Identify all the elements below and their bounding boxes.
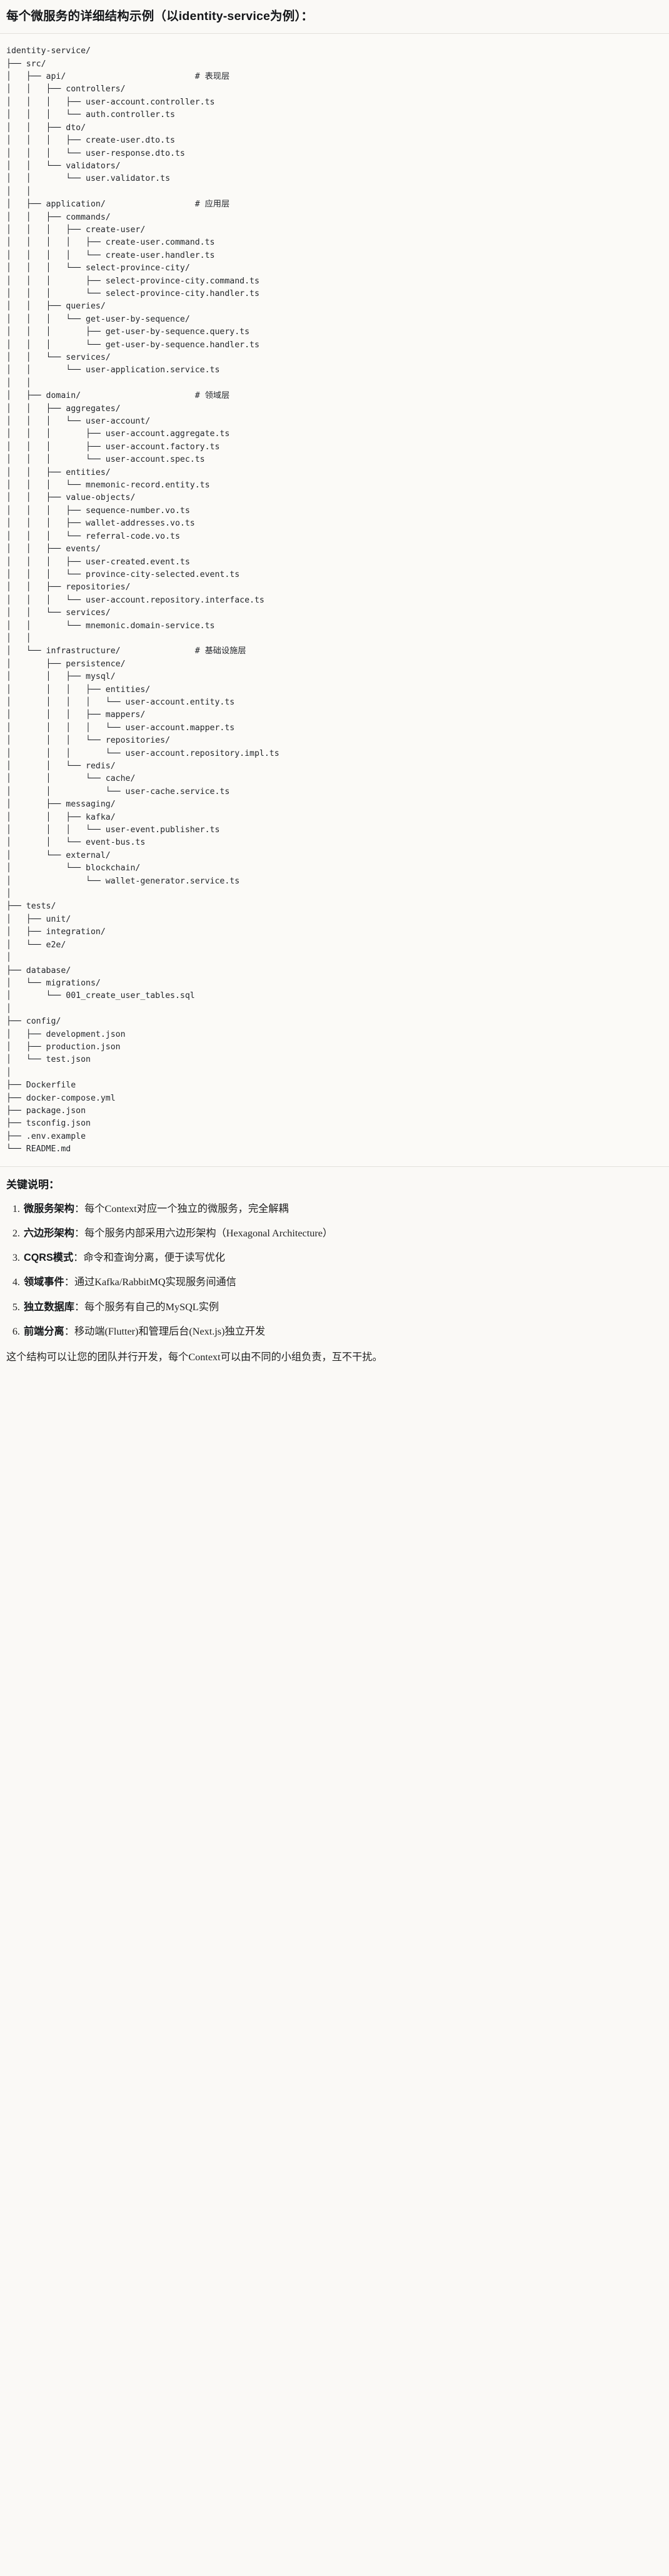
key-note-separator: ：: [64, 1325, 74, 1337]
key-note-term: CQRS模式: [24, 1252, 74, 1264]
key-notes-title: 关键说明：: [6, 1178, 59, 1191]
key-note-separator: ：: [74, 1203, 85, 1215]
document-page: 每个微服务的详细结构示例（以identity-service为例）： ident…: [0, 0, 669, 1377]
key-note-item: 独立数据库：每个服务有自己的MySQL实例: [23, 1300, 663, 1315]
notes-divider: [0, 1166, 669, 1167]
code-block-directory-tree: identity-service/ ├── src/ │ ├── api/ # …: [0, 34, 669, 1166]
key-note-term: 微服务架构: [24, 1203, 74, 1215]
heading-divider: [0, 33, 669, 34]
closing-paragraph: 这个结构可以让您的团队并行开发，每个Context可以由不同的小组负责，互不干扰…: [6, 1351, 383, 1363]
key-note-item: 前端分离：移动端(Flutter)和管理后台(Next.js)独立开发: [23, 1324, 663, 1340]
key-note-separator: ：: [64, 1276, 74, 1288]
key-note-description: 命令和查询分离，便于读写优化: [83, 1252, 225, 1264]
key-note-term: 六边形架构: [24, 1228, 74, 1240]
key-note-description: 通过Kafka/RabbitMQ实现服务间通信: [74, 1276, 236, 1288]
key-note-term: 领域事件: [24, 1276, 64, 1288]
key-notes-list: 微服务架构：每个Context对应一个独立的微服务，完全解耦六边形架构：每个服务…: [6, 1201, 663, 1340]
key-note-term: 独立数据库: [24, 1301, 74, 1313]
directory-tree-text: identity-service/ ├── src/ │ ├── api/ # …: [6, 46, 279, 1154]
key-note-description: 每个服务有自己的MySQL实例: [84, 1301, 219, 1313]
key-note-item: 领域事件：通过Kafka/RabbitMQ实现服务间通信: [23, 1275, 663, 1290]
key-note-term: 前端分离: [24, 1325, 64, 1337]
key-note-separator: ：: [73, 1252, 84, 1264]
key-note-item: CQRS模式：命令和查询分离，便于读写优化: [23, 1250, 663, 1266]
key-notes-section: 关键说明： 微服务架构：每个Context对应一个独立的微服务，完全解耦六边形架…: [0, 1167, 669, 1377]
key-note-description: 移动端(Flutter)和管理后台(Next.js)独立开发: [74, 1325, 266, 1337]
key-note-item: 六边形架构：每个服务内部采用六边形架构（Hexagonal Architectu…: [23, 1226, 663, 1241]
page-title: 每个微服务的详细结构示例（以identity-service为例）：: [6, 9, 314, 23]
key-note-description: 每个Context对应一个独立的微服务，完全解耦: [84, 1203, 289, 1215]
key-note-item: 微服务架构：每个Context对应一个独立的微服务，完全解耦: [23, 1201, 663, 1217]
key-note-separator: ：: [74, 1228, 85, 1240]
key-note-separator: ：: [74, 1301, 85, 1313]
key-note-description: 每个服务内部采用六边形架构（Hexagonal Architecture）: [84, 1228, 333, 1240]
